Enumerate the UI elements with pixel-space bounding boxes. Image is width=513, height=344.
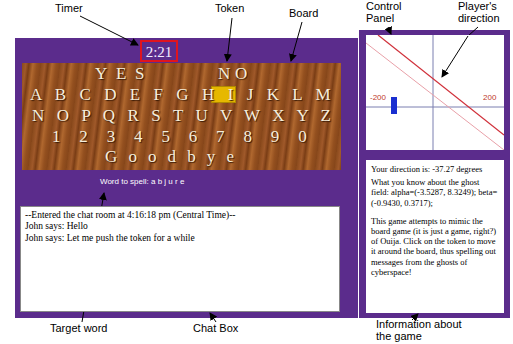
annotation-label: Token <box>215 3 244 15</box>
annotation-label: Information about the game <box>376 319 476 342</box>
chat-box: --Entered the chat room at 4:16:18 pm (C… <box>20 206 340 312</box>
right-panel-ground <box>359 30 510 318</box>
board-no: NO <box>218 65 252 84</box>
control-panel: -200 200 <box>366 35 504 150</box>
game-description: This game attempts to mimic the board ga… <box>371 216 499 277</box>
axis-label: 200 <box>482 93 497 103</box>
timer-box: 2:21 <box>140 40 178 62</box>
annotation-label: Timer <box>55 3 83 15</box>
annotation-label: Board <box>289 8 318 20</box>
game-panel: Word to spell: a b j u r e 2:21YES NO A B C… <box>15 38 358 318</box>
annotation-label: Player's direction <box>458 1 510 24</box>
target-word: Word to spell: a b j u r e <box>100 177 184 187</box>
annotation-label: Control Panel <box>366 1 414 24</box>
board-digits: 1 2 3 4 5 6 7 8 9 0 <box>52 128 314 147</box>
leader-line <box>80 16 138 45</box>
axis-label: -200 <box>369 93 387 103</box>
board-goodbye: Goodbye <box>105 148 245 167</box>
leader-line <box>227 18 232 61</box>
leader-line <box>388 27 391 34</box>
timer-text: 2:21 <box>142 43 176 61</box>
annotation-label: Chat Box <box>193 323 238 335</box>
board-letters: N O P Q R S T U V W X Y Z <box>32 107 335 126</box>
ouija-board: YES NO A B C D E F G H I J K L M N O P Q R … <box>22 63 341 170</box>
board-letters: A B C D E F G H I J K L M <box>30 86 335 105</box>
info-box: Your direction is: -37.27 degreesWhat yo… <box>366 160 504 313</box>
chat-line: John says: Let me push the token for a w… <box>25 233 335 244</box>
annotation-label: Target word <box>50 323 107 335</box>
left-panel-ground <box>15 38 358 318</box>
ghost-field-info: What you know about the ghost field: alp… <box>371 177 499 208</box>
board-yes: YES <box>95 65 153 84</box>
leader-line <box>210 313 216 322</box>
chat-line: John says: Hello <box>25 221 335 232</box>
chat-line: --Entered the chat room at 4:16:18 pm (C… <box>25 210 335 221</box>
direction-info: Your direction is: -37.27 degrees <box>371 164 499 174</box>
leader-line <box>291 22 302 61</box>
